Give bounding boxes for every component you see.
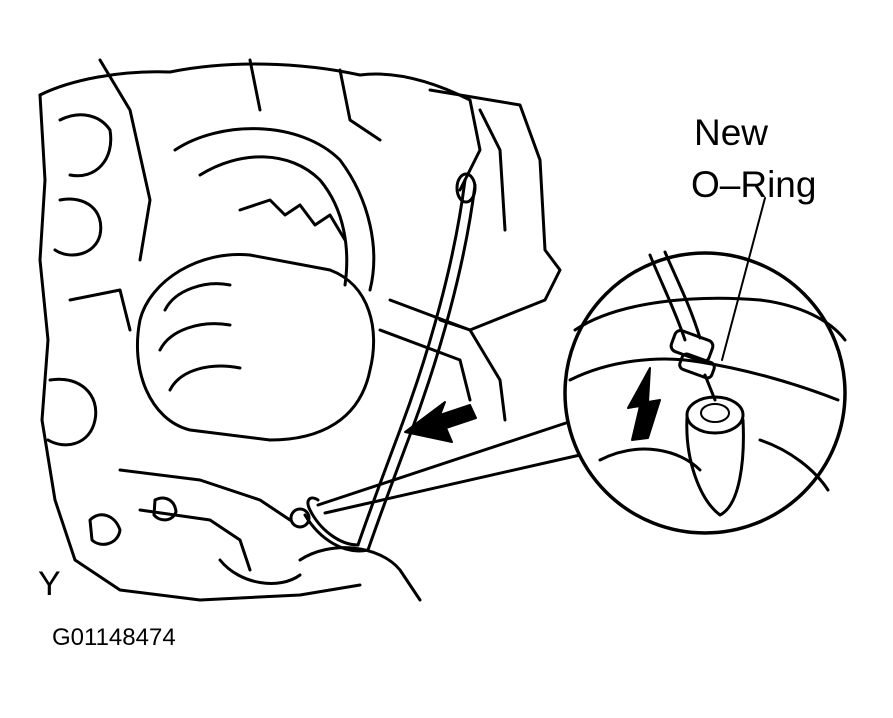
callout-leader-lines — [316, 418, 582, 515]
dipstick-tube — [289, 172, 477, 553]
callout-new-label: New — [694, 112, 769, 153]
engine-block — [38, 58, 562, 602]
callout-oring-label: O–Ring — [691, 164, 817, 205]
detail-view-circle — [563, 197, 847, 535]
view-letter-label: Y — [38, 565, 61, 603]
insert-direction-arrow — [404, 401, 477, 443]
figure-id-label: G01148474 — [52, 624, 176, 651]
